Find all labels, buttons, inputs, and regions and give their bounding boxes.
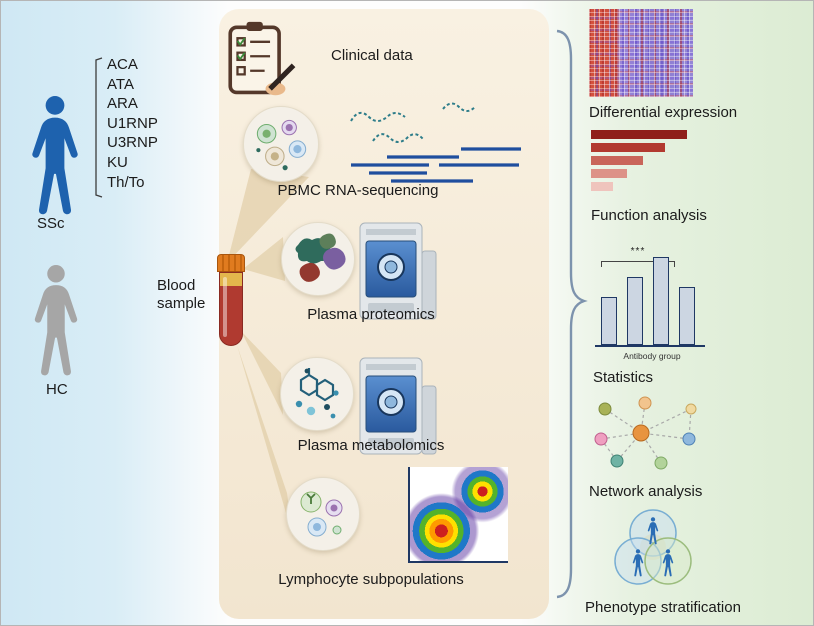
pbmc-cells-icon [243, 106, 319, 182]
mass-spectrometer-icon [356, 355, 440, 457]
antibody-item: ACA [107, 56, 138, 73]
function-bar [591, 130, 687, 139]
hc-person-icon [28, 261, 84, 381]
tissue-proteins-icon [281, 222, 355, 296]
antibody-item: U3RNP [107, 134, 158, 152]
sample-fan-connectors [227, 169, 309, 537]
rna-reads-icon [343, 97, 529, 187]
stat-bar [601, 297, 617, 345]
function-bar [591, 182, 613, 191]
clinical-data-label: Clinical data [331, 47, 413, 64]
function-bar [591, 156, 643, 165]
metabolites-icon [280, 357, 354, 431]
antibody-item: ARA [107, 95, 138, 113]
antibody-item: KU [107, 153, 128, 171]
phenotype-stratification-label: Phenotype stratification [585, 599, 741, 616]
statistics-chart: *** Antibody group [593, 245, 713, 363]
tube-cap [217, 254, 245, 272]
statistics-label: Statistics [593, 369, 654, 386]
pbmc-label: PBMC RNA-sequencing [277, 182, 439, 199]
flow-cytometry-plot [408, 467, 508, 563]
antibody-item: ATA [107, 75, 134, 93]
stat-bar [679, 287, 695, 345]
antibody-bracket [95, 57, 103, 198]
results-brace [556, 29, 588, 599]
lymphocyte-label: Lymphocyte subpopulations [278, 571, 464, 588]
significance-stars: *** [630, 246, 646, 257]
venn-phenotype-icon [607, 505, 699, 599]
stat-bar [627, 277, 643, 345]
ssc-person-icon [25, 93, 85, 219]
mass-spectrometer-icon [356, 220, 440, 322]
significance-bracket [601, 261, 675, 267]
statistics-bars [595, 253, 705, 347]
tube-body [219, 272, 243, 346]
metabolomics-label: Plasma metabolomics [297, 437, 445, 454]
heatmap-icon [589, 9, 693, 97]
stat-bar [653, 257, 669, 345]
blood-tube-icon [217, 254, 245, 348]
function-analysis-label: Function analysis [591, 207, 707, 224]
antibody-item: Th/To [107, 173, 145, 191]
blood-sample-label: Blood sample [157, 277, 206, 312]
function-analysis-chart [591, 130, 691, 191]
function-bar [591, 143, 665, 152]
clipboard-icon [223, 17, 299, 101]
network-graph-icon [589, 393, 705, 477]
antibody-list: ACA ATA ARA U1RNP U3RNP KU Th/To [107, 55, 158, 192]
antibody-item: U1RNP [107, 114, 158, 132]
hc-label: HC [46, 381, 68, 398]
statistics-xlabel: Antibody group [623, 351, 681, 361]
differential-expression-label: Differential expression [589, 104, 738, 121]
network-analysis-label: Network analysis [589, 483, 703, 500]
proteomics-label: Plasma proteomics [307, 306, 435, 323]
function-bar [591, 169, 627, 178]
lymphocytes-icon [286, 477, 360, 551]
ssc-label: SSc [37, 215, 65, 232]
